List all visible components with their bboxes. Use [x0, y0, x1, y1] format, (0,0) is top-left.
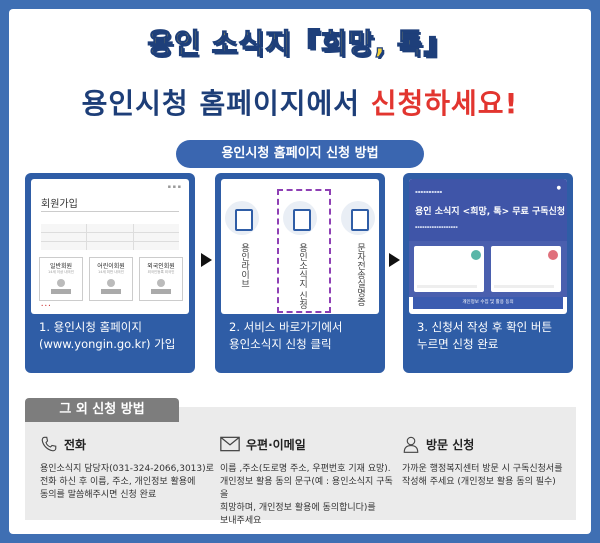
poster-title: 용인 소식지『희망, 톡』 [147, 26, 453, 60]
method-body-mail: 이름 ,주소(도로명 주소, 우편번호 기재 요망). 개인정보 활용 동의 문… [220, 464, 393, 526]
poster-subtitle: 용인시청 홈페이지에서 신청하세요! [0, 82, 600, 122]
apply-card-2 [491, 246, 561, 292]
screen-nav: ▪ ▪ ▪ [167, 184, 181, 190]
avatar-icon [157, 279, 165, 287]
step-arrow-1 [201, 253, 212, 267]
signup-title: 회원가입 [41, 199, 78, 210]
step-caption-1: 1. 용인시청 홈페이지 (www.yongin.go.kr) 가입 [39, 320, 176, 351]
step-arrow-2 [389, 253, 400, 267]
application-screenshot: ● ▪▪▪▪▪▪▪▪▪▪ 용인 소식지 <희망, 톡> 무료 구독신청 ▪▪▪▪… [409, 179, 567, 314]
method-title-phone: 전화 [64, 437, 87, 452]
subtitle-highlight: 신청하세요! [370, 87, 519, 120]
avatar-icon [57, 279, 65, 287]
service-screenshot: 용인라이브 용인소식지 신청 문자전송실명증 [221, 179, 379, 314]
step-caption-2: 2. 서비스 바로가기에서 용인소식지 신청 클릭 [229, 320, 343, 351]
other-methods-panel [25, 407, 576, 520]
method-phone: 전화 용인소식지 담당자(031-324-2066,3013)로 전화 하신 후… [40, 433, 220, 502]
signup-menu-grid [41, 224, 179, 250]
service-label-sms: 문자전송실명증 [355, 243, 365, 306]
application-hero: ● ▪▪▪▪▪▪▪▪▪▪ 용인 소식지 <희망, 톡> 무료 구독신청 ▪▪▪▪… [409, 179, 567, 241]
mail-icon [220, 436, 240, 452]
service-label-live: 용인라이브 [239, 243, 249, 288]
apply-card-1 [414, 246, 484, 292]
highlight-box [277, 189, 331, 313]
method-body-visit: 가까운 행정복지센터 방문 시 구독신청서를 작성해 주세요 (개인정보 활용 … [402, 464, 563, 487]
step-card-3: ● ▪▪▪▪▪▪▪▪▪▪ 용인 소식지 <희망, 톡> 무료 구독신청 ▪▪▪▪… [403, 173, 573, 373]
other-methods-tab: 그 외 신청 방법 [25, 398, 179, 422]
method-title-mail: 우편·이메일 [246, 437, 306, 452]
consent-button[interactable]: 개인정보 수집 및 활용 동의 [413, 297, 563, 309]
book-icon [283, 201, 317, 235]
divider [41, 211, 179, 212]
signup-notice: • • • [41, 303, 51, 308]
phone-icon [41, 436, 57, 452]
step-caption-3: 3. 신청서 작성 후 확인 버튼 누르면 신청 완료 [417, 320, 553, 351]
document-icon [341, 201, 375, 235]
step-card-2: 용인라이브 용인소식지 신청 문자전송실명증 2. 서비스 바로가기에서 용인소… [215, 173, 385, 373]
subtitle-main: 용인시청 홈페이지에서 [81, 87, 371, 120]
method-title-visit: 방문 신청 [426, 437, 475, 452]
application-title: 용인 소식지 <희망, 톡> 무료 구독신청 [415, 207, 566, 217]
method-mail: 우편·이메일 이름 ,주소(도로명 주소, 우편번호 기재 요망). 개인정보 … [220, 433, 400, 528]
service-label-newsletter[interactable]: 용인소식지 신청 [297, 243, 307, 309]
method-body-phone: 용인소식지 담당자(031-324-2066,3013)로 전화 하신 후 이름… [40, 464, 214, 500]
section-pill: 용인시청 홈페이지 신청 방법 [176, 140, 424, 168]
method-visit: 방문 신청 가까운 행정복지센터 방문 시 구독신청서를 작성해 주세요 (개인… [402, 433, 574, 489]
person-icon [403, 436, 419, 453]
hero-desc: ▪▪▪▪▪▪▪▪▪▪▪▪▪▪▪▪▪▪ [415, 225, 458, 229]
live-icon [225, 201, 259, 235]
avatar-icon [107, 279, 115, 287]
logo-icon: ● [556, 185, 561, 191]
hero-sub: ▪▪▪▪▪▪▪▪▪▪ [415, 189, 443, 194]
